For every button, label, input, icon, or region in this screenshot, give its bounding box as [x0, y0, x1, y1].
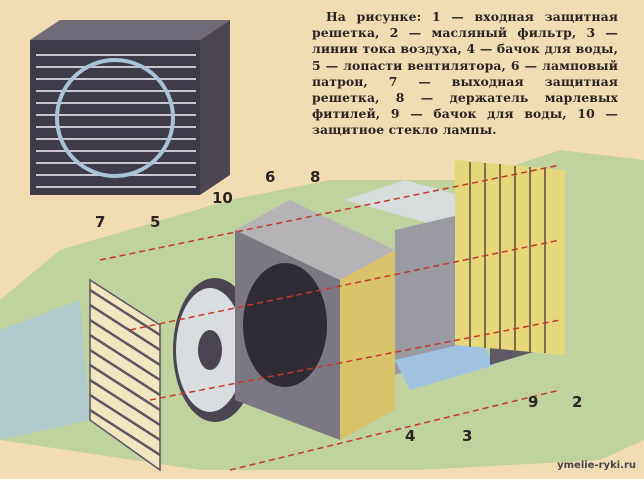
label-10: 10: [212, 189, 233, 207]
label-8: 8: [310, 168, 321, 186]
caption: На рисунке: 1 — входная защитная решетка…: [312, 9, 618, 139]
label-4: 4: [405, 427, 416, 445]
label-5: 5: [150, 213, 161, 231]
label-7: 7: [95, 213, 106, 231]
airflow-out-blue: [0, 300, 90, 440]
caption-text: На рисунке: 1 — входная защитная решетка…: [312, 9, 618, 138]
input-grille: [455, 160, 565, 355]
label-3: 3: [462, 427, 473, 445]
housing-box: [235, 200, 395, 440]
label-9: 9: [528, 393, 539, 411]
label-6: 6: [265, 168, 276, 186]
watermark: ymelie-ryki.ru: [557, 460, 636, 471]
air-flow-lines: [99, 164, 561, 471]
assembled-heater: [30, 20, 230, 195]
label-2: 2: [572, 393, 583, 411]
